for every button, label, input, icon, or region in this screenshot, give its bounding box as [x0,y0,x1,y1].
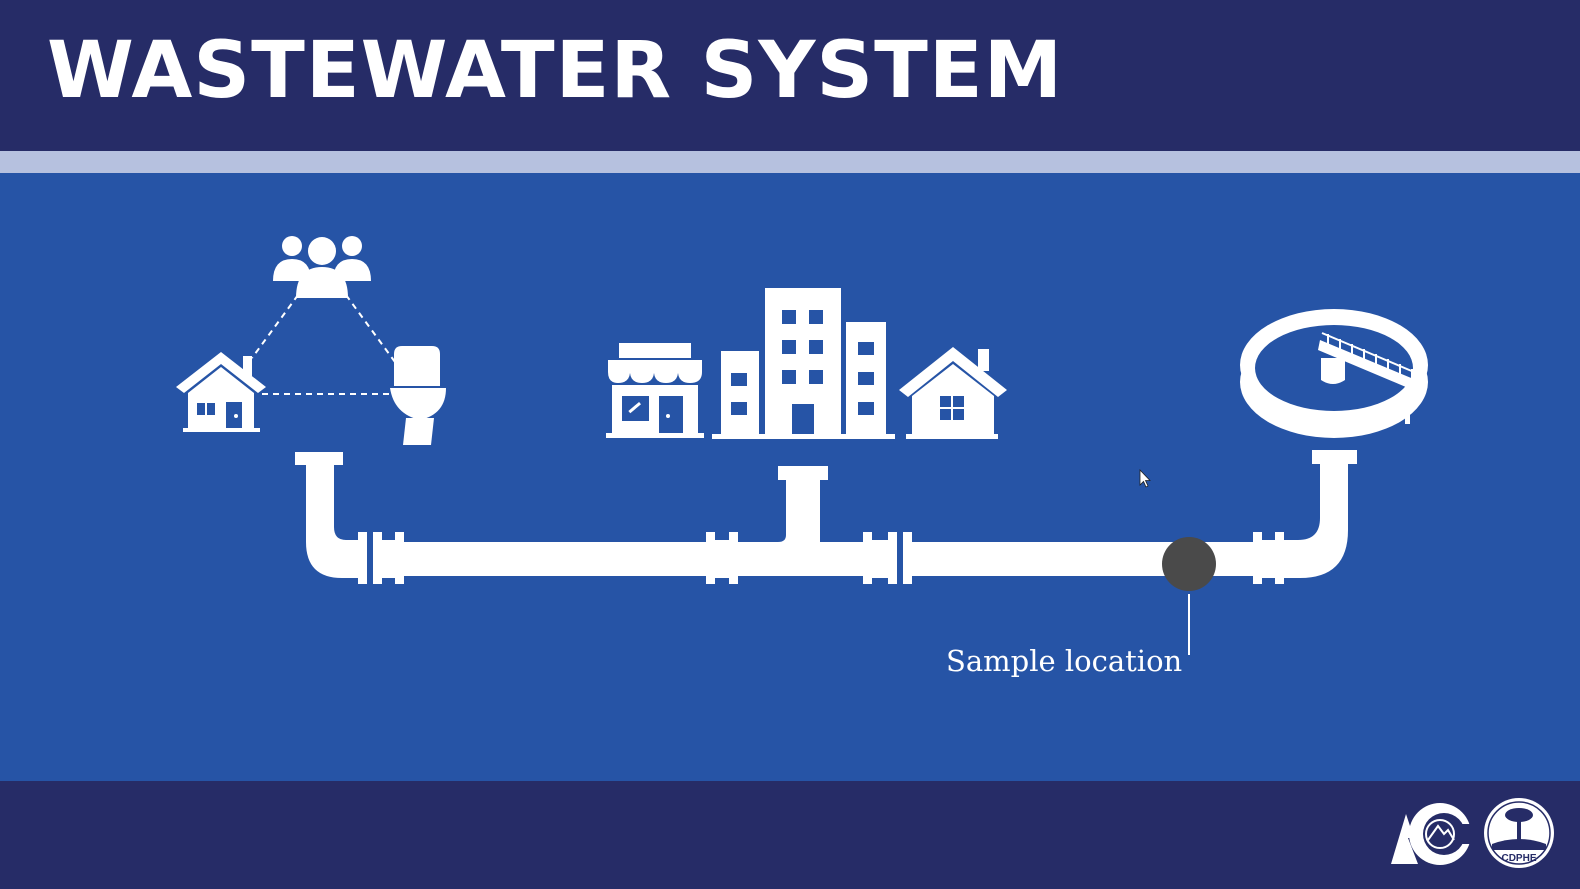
people-group-icon [273,236,371,298]
slide-title: WASTEWATER SYSTEM [47,26,1064,116]
title-bar: WASTEWATER SYSTEM [0,0,1580,151]
house-icon [899,347,1007,439]
treatment-plant-icon [1240,309,1428,438]
sample-location-marker [1162,537,1216,655]
footer-bar [0,781,1580,889]
office-building-icon [712,288,895,439]
toilet-icon [390,346,446,445]
colorado-logo-icon [1391,803,1478,865]
storefront-icon [606,343,704,438]
usage-connector-lines [251,294,396,395]
house-icon [176,352,266,432]
cdphe-seal-text: CDPHE [1501,853,1536,864]
footer-logos: CDPHE [1391,798,1554,868]
cursor-icon [1139,469,1151,488]
accent-stripe [0,151,1580,173]
cdphe-seal-icon: CDPHE [1484,798,1554,868]
sample-location-label: Sample location [946,644,1183,678]
